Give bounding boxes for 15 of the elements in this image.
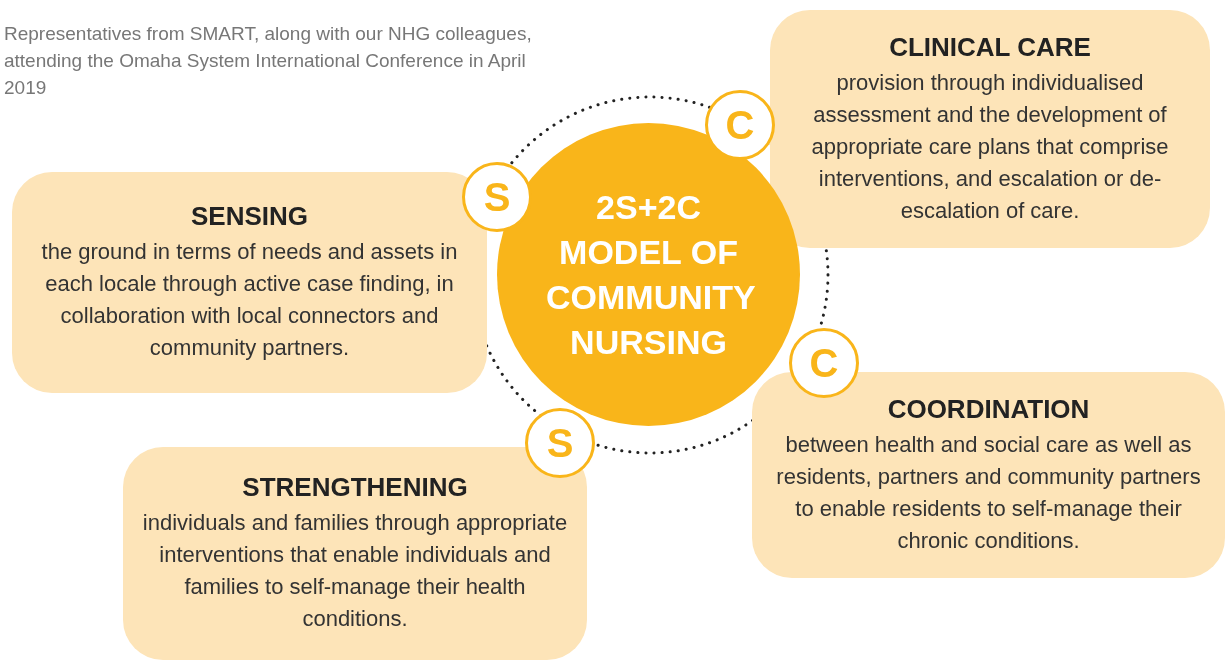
info-card (12, 172, 487, 393)
card-heading: STRENGTHENING (242, 472, 468, 503)
card-heading: CLINICAL CARE (889, 31, 1091, 63)
letter-badge: S (462, 162, 532, 232)
card-heading: SENSING (191, 201, 308, 232)
card-heading: COORDINATION (887, 393, 1090, 425)
card-description: provision through individualised assessment and the development of appropriate care plans that comprise interventions, and escalation or de-escalation of care. (810, 68, 1170, 225)
card-description: the ground in terms of needs and assets in each locale through active case finding, in collaboration with local connectors and community partners. (40, 238, 459, 362)
letter-badge: C (789, 328, 859, 398)
letter-badge: S (525, 408, 595, 478)
card-description: individuals and families through appropriate interventions that enable individuals and families to self-manage their health conditions. (141, 509, 569, 633)
card-description: between health and social care as well as residents, partners and community partners to enable residents to self-manage their chronic conditions. (775, 430, 1202, 555)
info-card (770, 10, 1210, 248)
letter-badge: C (705, 90, 775, 160)
photo-caption: Representatives from SMART, along with our NHG colleagues, attending the Omaha System International Conference in April 2019 (4, 22, 533, 100)
